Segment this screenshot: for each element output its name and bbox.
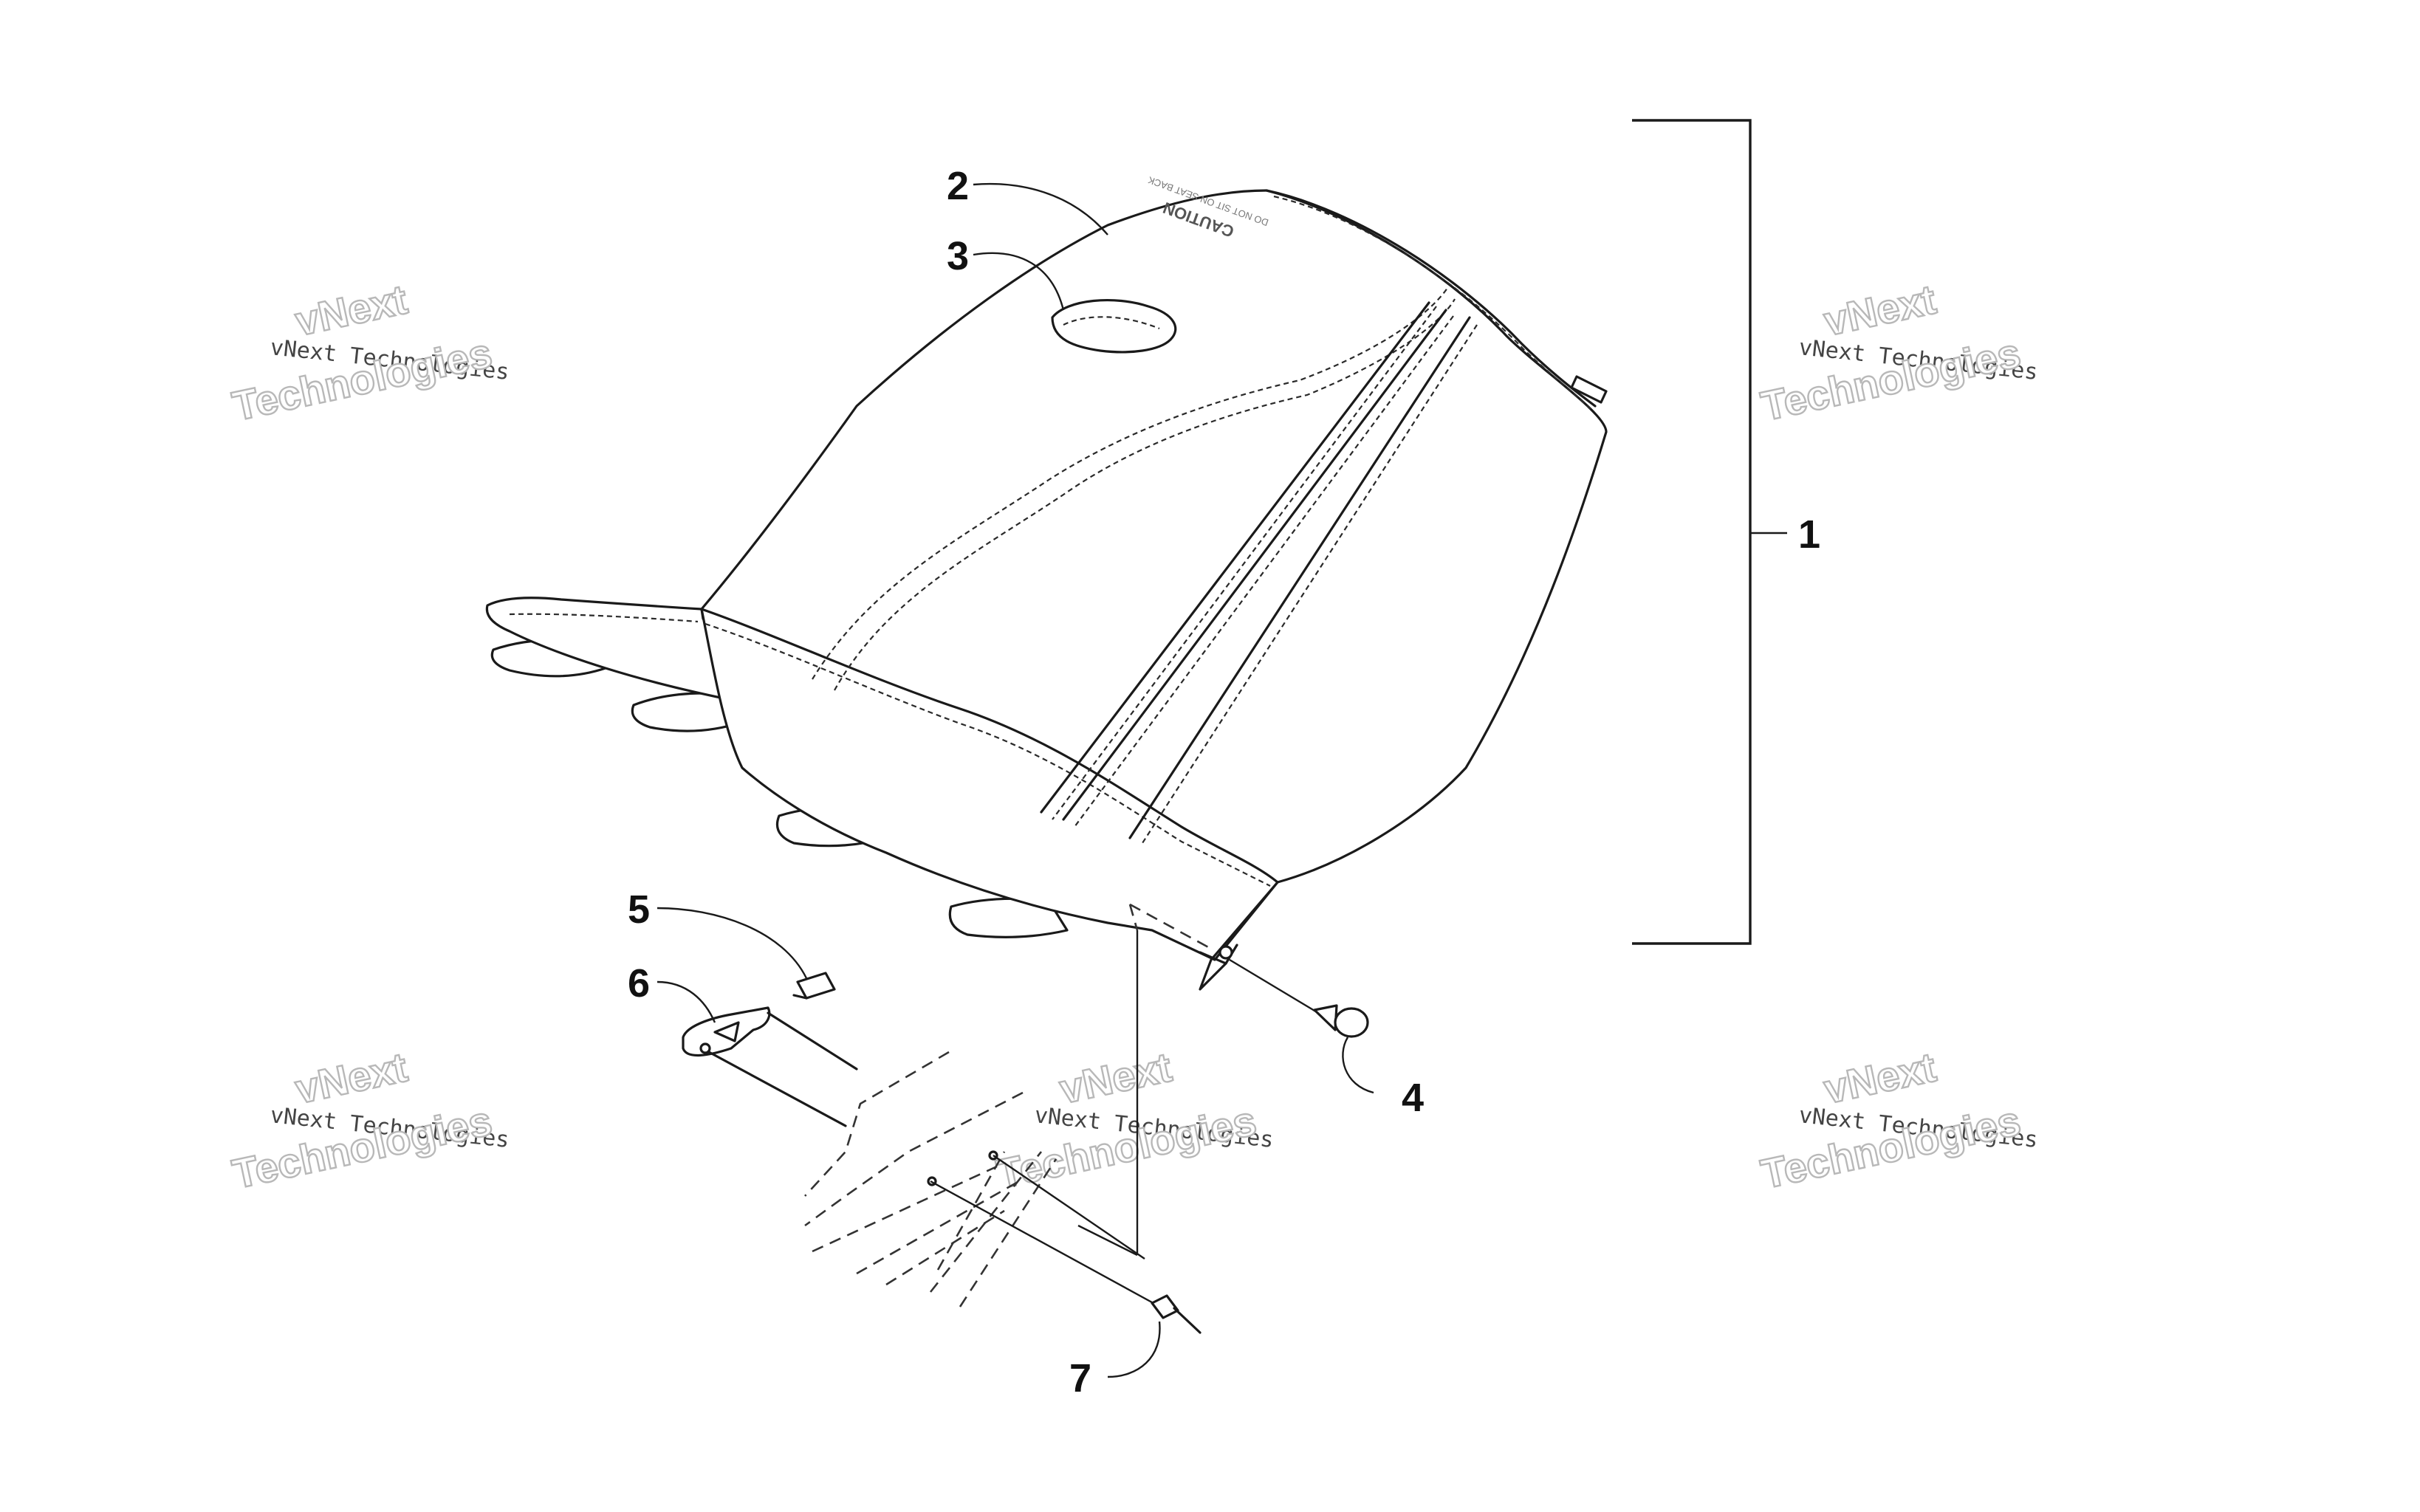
- callout-3-leader: [973, 252, 1065, 311]
- seat-stripe-1-stitch: [1052, 306, 1437, 820]
- watermark-big-line-1: vNext: [291, 1043, 411, 1112]
- callout-5-leader: [657, 907, 808, 979]
- frame-hidden-7: [959, 1158, 1058, 1307]
- watermark-big-line-1: vNext: [1820, 275, 1939, 344]
- frame-hidden-4: [856, 1180, 1020, 1275]
- seat-underside-tab-2: [631, 692, 744, 732]
- watermark-big-line-1: vNext: [291, 275, 411, 344]
- watermark-bottom-right: vNext vNext Technologies Technologies: [1756, 1042, 2039, 1198]
- seat-stripe-1: [1040, 301, 1430, 814]
- mounting-plate-hole: [699, 1042, 711, 1054]
- push-rivet-axis: [1229, 958, 1323, 1017]
- rivet-body: [1151, 1294, 1179, 1319]
- seat-rear-flap-stitch: [509, 613, 699, 623]
- seat-decal-patch: [1051, 298, 1177, 354]
- seat-mount-tab: [1199, 944, 1238, 965]
- push-rivet-head: [1334, 1007, 1369, 1038]
- callout-6: 6: [628, 961, 650, 1006]
- watermark-bottom-left: vNext vNext Technologies Technologies: [227, 1042, 510, 1198]
- callout-1-bracket: [1632, 119, 1752, 945]
- frame-hidden-1: [804, 1051, 950, 1197]
- seat-assembly: CAUTION DO NOT SIT ON SEAT BACK: [485, 174, 1608, 991]
- seat-stripe-3: [1128, 316, 1471, 839]
- frame-hidden-lines: [804, 1051, 1058, 1307]
- push-rivet-shank: [1313, 1004, 1338, 1031]
- assembly-leader-diagonal: [1077, 1224, 1138, 1257]
- rivet: [927, 1150, 1202, 1334]
- seat-cover: [700, 189, 1608, 961]
- seat-side-panel-stitch: [705, 622, 1271, 887]
- clip-nut: [792, 972, 836, 1000]
- frame-hidden-3: [812, 1165, 998, 1253]
- watermark-bottom-center: vNext vNext Technologies Technologies: [992, 1042, 1275, 1198]
- callout-2: 2: [947, 164, 969, 208]
- seat-hidden-edge-1: [1129, 903, 1212, 950]
- rivet-hole-2: [988, 1150, 998, 1161]
- frame-hidden-8: [936, 1151, 1006, 1271]
- frame-hidden-6: [929, 1151, 1043, 1293]
- zipper-pull: [1570, 375, 1608, 404]
- mounting-plate: [682, 1006, 858, 1127]
- seat-decor-line-2: [834, 298, 1456, 691]
- watermark-big-line-1: vNext: [1055, 1043, 1175, 1112]
- callout-1: 1: [1798, 512, 1820, 557]
- callout-7-leader: [1107, 1321, 1161, 1378]
- seat-underside-tab-4: [948, 897, 1069, 938]
- seat-zipper: [1265, 189, 1597, 408]
- rivet-axis-2: [993, 1155, 1145, 1260]
- clip-nut-body: [796, 972, 836, 1000]
- callout-7: 7: [1069, 1356, 1091, 1401]
- callout-4: 4: [1402, 1076, 1424, 1120]
- watermark-top-right: vNext vNext Technologies Technologies: [1756, 275, 2039, 430]
- mounting-plate-triangle: [713, 1021, 740, 1042]
- rivet-hole-1: [927, 1176, 937, 1186]
- mounting-plate-alignment-1: [767, 1011, 858, 1071]
- watermark-top-left: vNext vNext Technologies Technologies: [227, 275, 510, 430]
- frame-hidden-2: [804, 1091, 1024, 1227]
- rivet-axis-1: [930, 1180, 1168, 1312]
- seat-zipper-teeth: [1273, 195, 1592, 410]
- callout-6-leader: [657, 980, 716, 1023]
- mounting-plate-alignment-2: [707, 1051, 847, 1127]
- callout-5: 5: [628, 887, 650, 932]
- seat-front-nose: [1199, 881, 1279, 991]
- watermark-big-line-1: vNext: [1820, 1043, 1939, 1112]
- callout-3: 3: [947, 234, 969, 278]
- push-rivet: [1229, 958, 1369, 1038]
- rivet-mandrel: [1173, 1307, 1202, 1334]
- seat-stripe-3-stitch: [1140, 324, 1478, 846]
- callout-4-leader: [1342, 1037, 1374, 1094]
- seat-side-panel-line: [700, 608, 1279, 884]
- seat-mount-hole: [1218, 945, 1233, 960]
- seat-hidden-edge-2: [1128, 904, 1139, 931]
- callout-2-leader: [973, 182, 1108, 236]
- seat-stripe-2: [1062, 309, 1447, 821]
- clip-nut-slot: [792, 994, 808, 1000]
- seat-decor-line-1: [812, 287, 1448, 680]
